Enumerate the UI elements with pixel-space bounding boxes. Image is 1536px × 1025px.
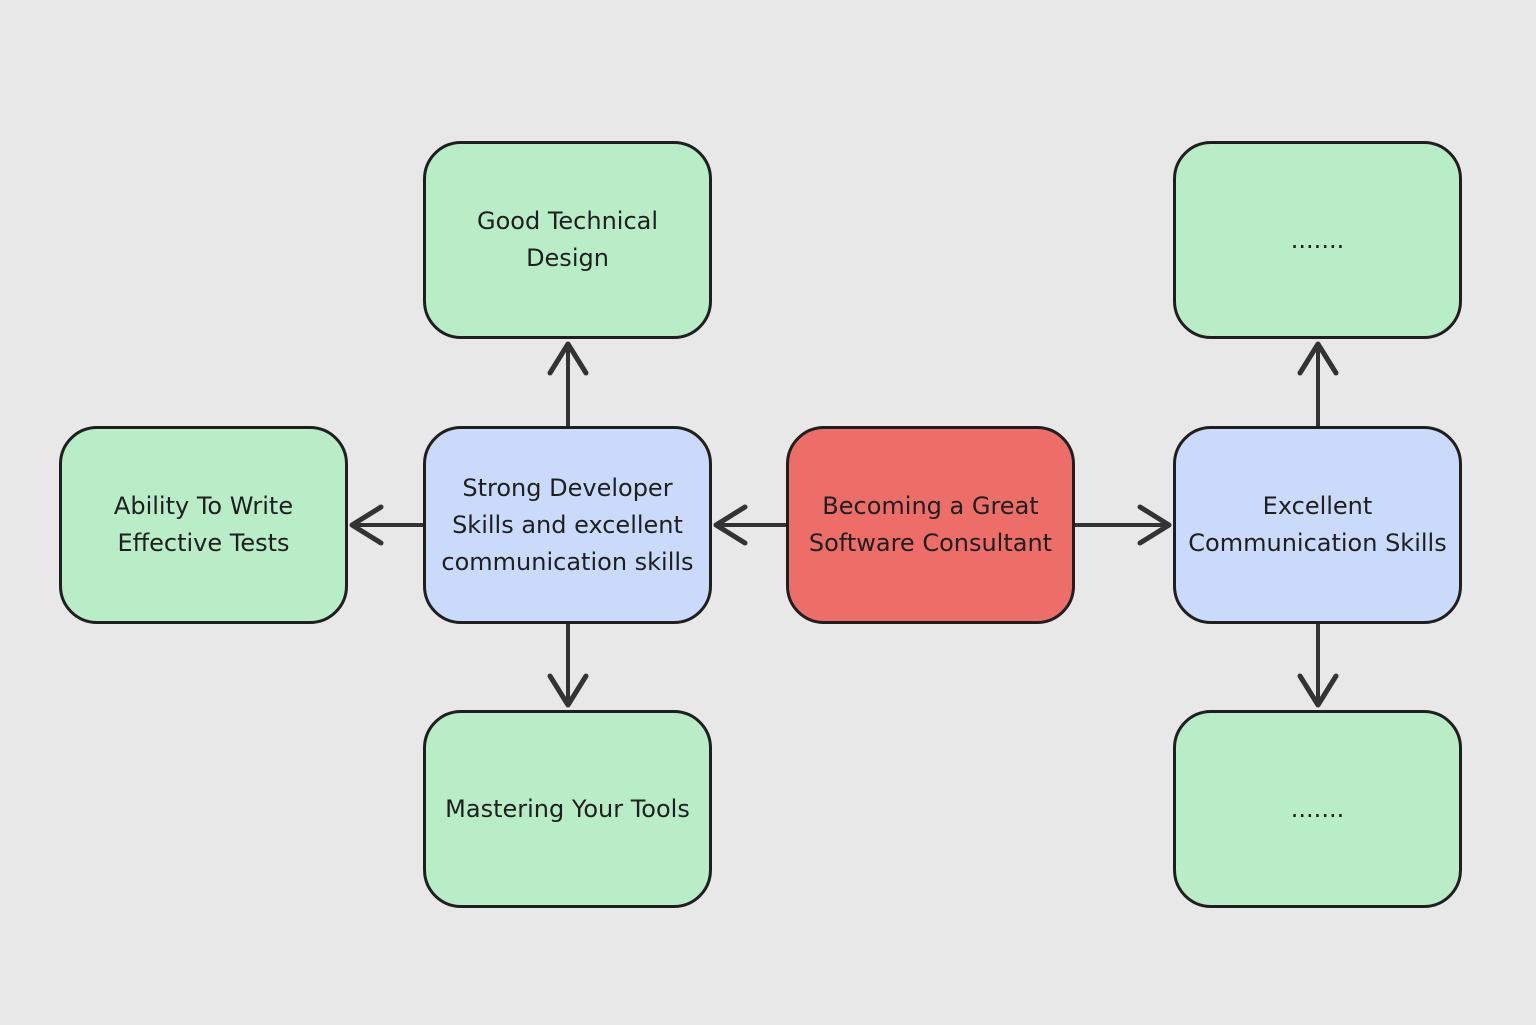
node-root-label: Becoming a Great Software Consultant — [808, 492, 1053, 557]
arrow-dev-to-technical-design — [547, 341, 589, 428]
node-technical-design[interactable]: Good Technical Design — [423, 141, 712, 339]
node-dev-skills[interactable]: Strong Developer Skills and excellent co… — [423, 426, 712, 624]
node-comm-top[interactable]: ....... — [1173, 141, 1462, 339]
arrow-dev-to-effective-tests — [349, 504, 425, 546]
node-mastering-tools[interactable]: Mastering Your Tools — [423, 710, 712, 908]
arrow-dev-to-mastering-tools — [547, 622, 589, 708]
node-root[interactable]: Becoming a Great Software Consultant — [786, 426, 1075, 624]
node-comm-top-label: ....... — [1290, 225, 1345, 254]
arrow-root-to-comm-skills — [1073, 504, 1172, 546]
node-comm-bottom-label: ....... — [1290, 794, 1345, 823]
arrow-comm-to-bottom — [1297, 622, 1339, 708]
arrow-comm-to-top — [1297, 341, 1339, 428]
node-mastering-tools-label: Mastering Your Tools — [445, 794, 690, 823]
node-technical-design-label: Good Technical Design — [476, 207, 659, 272]
node-comm-skills-label: Excellent Communication Skills — [1188, 492, 1447, 557]
node-effective-tests[interactable]: Ability To Write Effective Tests — [59, 426, 348, 624]
arrow-root-to-dev-skills — [713, 504, 788, 546]
node-dev-skills-label: Strong Developer Skills and excellent co… — [441, 473, 694, 576]
node-comm-skills[interactable]: Excellent Communication Skills — [1173, 426, 1462, 624]
node-effective-tests-label: Ability To Write Effective Tests — [113, 492, 294, 557]
node-comm-bottom[interactable]: ....... — [1173, 710, 1462, 908]
